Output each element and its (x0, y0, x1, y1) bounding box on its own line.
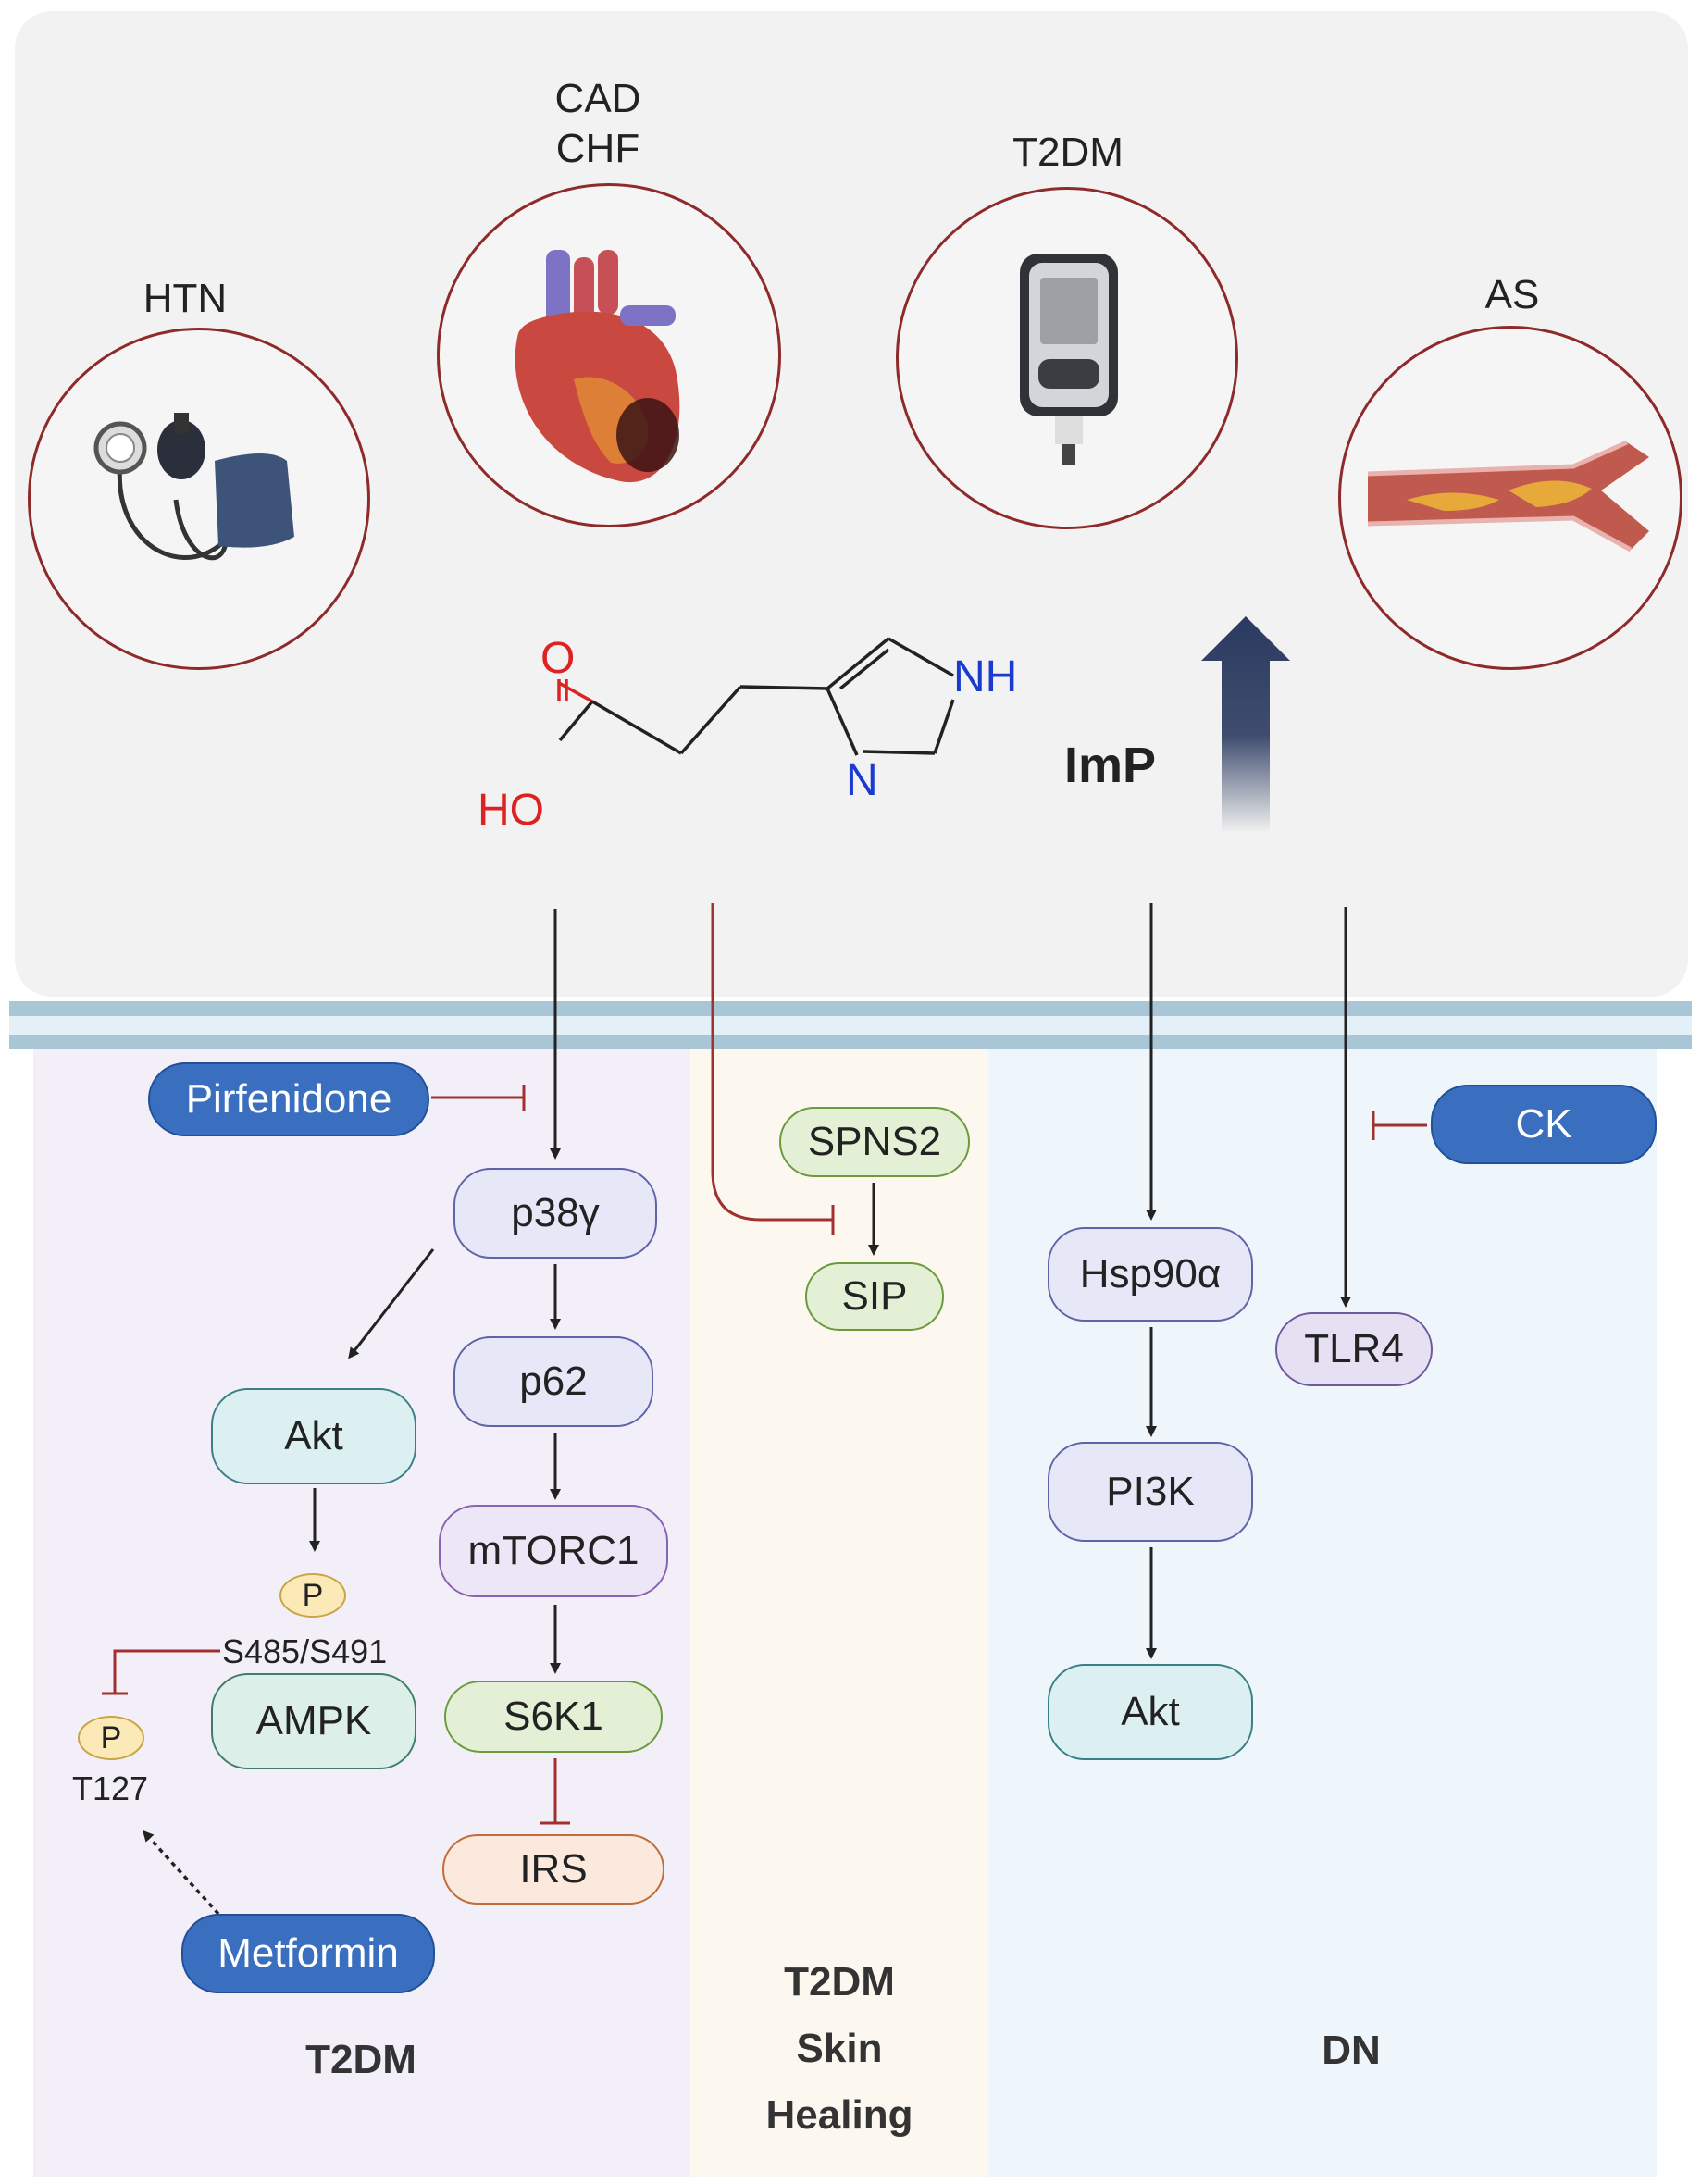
heart-icon (515, 250, 680, 483)
htn-circle (28, 328, 370, 670)
ampk-node: AMPK (211, 1673, 416, 1769)
lane-label-middle: T2DM Skin Healing (700, 1949, 979, 2149)
site-t127: T127 (72, 1769, 149, 1807)
lane-label-dn: DN (1322, 2028, 1381, 2073)
label-htn: HTN (143, 276, 228, 321)
atom-nh: NH (953, 652, 1018, 701)
site-s485-s491: S485/S491 (222, 1632, 388, 1670)
hsp90a-node: Hsp90α (1048, 1227, 1253, 1322)
imp-increase-arrow (1201, 616, 1290, 833)
lane-skin-healing (690, 1049, 988, 2177)
phospho-t127: P (78, 1716, 144, 1760)
label-t2dm: T2DM (1012, 130, 1124, 175)
lane-label-line-1: T2DM (784, 1959, 895, 2004)
glucometer-icon (1020, 254, 1118, 465)
artery-icon (1367, 440, 1649, 552)
imp-label: ImP (1064, 738, 1157, 793)
pi3k-node: PI3K (1048, 1442, 1253, 1542)
disease-icons (93, 250, 1649, 756)
p38-gamma-node: p38γ (453, 1168, 657, 1259)
p62-node: p62 (453, 1336, 653, 1427)
lane-label-line-2: Skin (796, 2026, 883, 2071)
cell-membrane-inner (9, 1016, 1692, 1035)
atom-ho: HO (478, 786, 544, 835)
sip-node: SIP (805, 1262, 944, 1331)
s6k1-node: S6K1 (444, 1681, 663, 1753)
akt-node-right: Akt (1048, 1664, 1253, 1760)
label-chf: CHF (555, 126, 640, 171)
mtorc1-node: mTORC1 (439, 1505, 668, 1597)
akt-node-left: Akt (211, 1388, 416, 1484)
irs-node: IRS (442, 1834, 664, 1905)
label-cad: CAD (554, 76, 641, 121)
phospho-s485: P (279, 1573, 346, 1618)
lane-label-line-3: Healing (765, 2092, 913, 2138)
label-as: AS (1484, 272, 1540, 317)
atom-o: O (540, 634, 576, 683)
metformin-node: Metformin (181, 1914, 435, 1993)
pirfenidone-node: Pirfenidone (148, 1062, 429, 1136)
tlr4-node: TLR4 (1275, 1312, 1433, 1386)
spns2-node: SPNS2 (779, 1107, 970, 1177)
imp-structure (557, 637, 955, 756)
atom-n: N (846, 756, 878, 805)
lane-label-t2dm: T2DM (305, 2037, 416, 2082)
ck-node: CK (1431, 1085, 1657, 1164)
blood-pressure-icon (93, 413, 294, 561)
